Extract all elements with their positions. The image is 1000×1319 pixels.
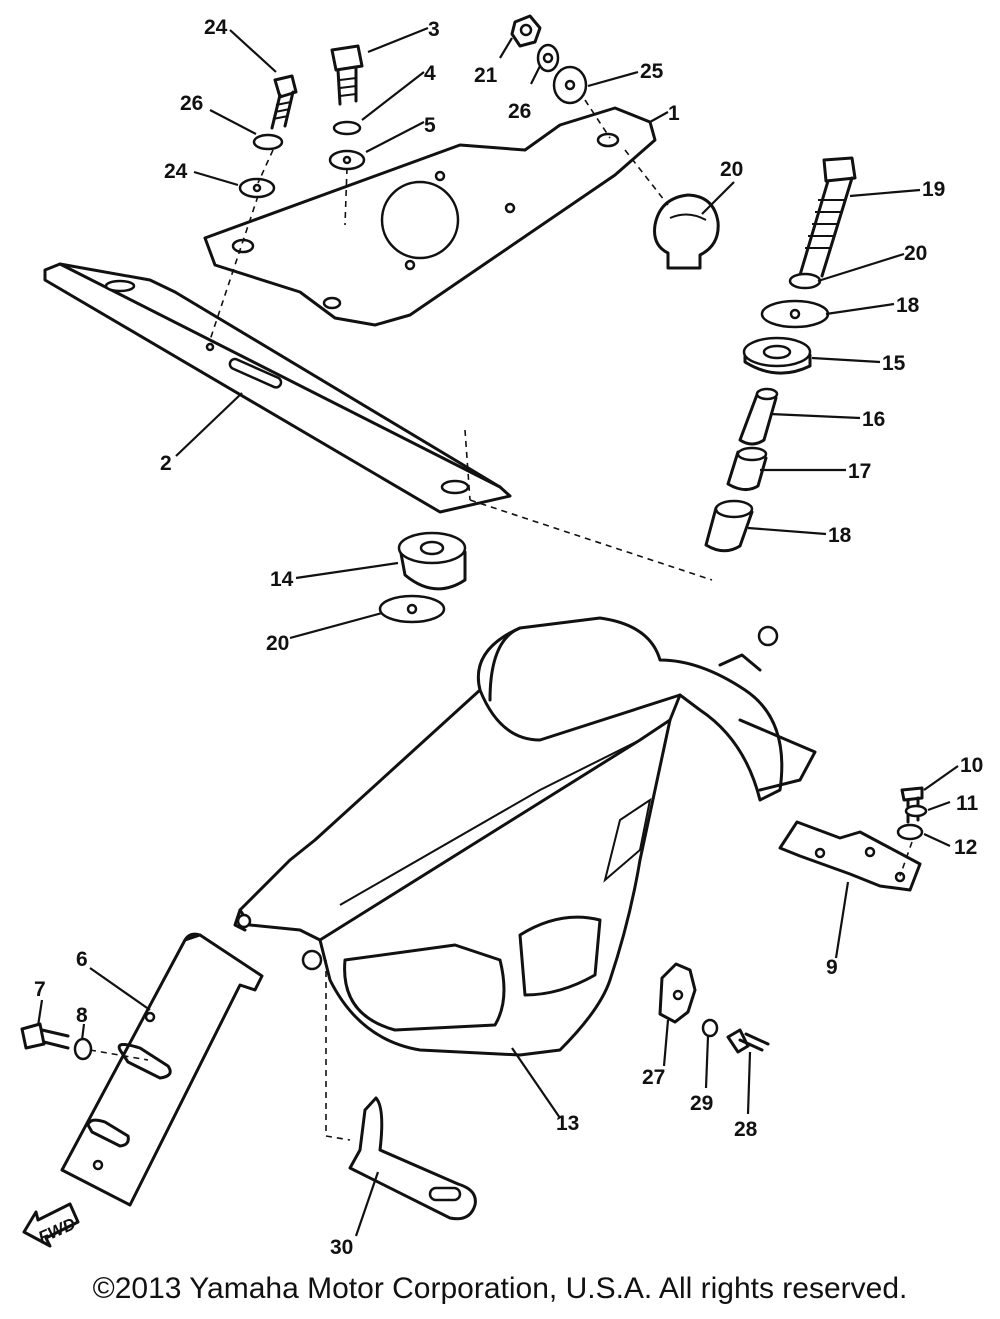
callout-11: 11 (956, 792, 979, 815)
bolt-7 (20, 1022, 70, 1050)
clip-30 (325, 960, 477, 1221)
bracket-27 (658, 962, 697, 1024)
callout-12: 12 (954, 836, 977, 859)
bolt-19 (798, 156, 857, 278)
bushing-14 (397, 531, 467, 591)
callout-30: 30 (330, 1236, 353, 1259)
callout-24-top: 25 (640, 60, 664, 83)
callout-13: 13 (556, 1112, 579, 1135)
callout-19: 19 (922, 178, 945, 201)
parts-diagram: FWD 24 (20, 14, 983, 1259)
callout-14: 14 (270, 568, 294, 591)
bolt-25 (270, 74, 298, 130)
collar-17 (726, 446, 768, 491)
callout-18: 18 (828, 524, 852, 547)
callout-15: 15 (882, 352, 906, 375)
callout-27: 27 (642, 1066, 665, 1089)
washer-12 (896, 823, 924, 841)
callout-26-left: 26 (180, 92, 203, 115)
frame-13 (233, 616, 817, 1057)
callout-20-right: 18 (896, 294, 920, 317)
callout-3: 3 (428, 18, 440, 41)
bushing-15 (742, 336, 812, 375)
callout-17: 17 (848, 460, 871, 483)
callout-24-left: 24 (164, 160, 188, 183)
callout-9: 9 (826, 956, 838, 979)
callout-2: 2 (160, 452, 172, 475)
nut-23 (510, 14, 542, 48)
grommet-22 (653, 193, 720, 270)
washer-8 (73, 1037, 93, 1061)
copyright-notice: ©2013 Yamaha Motor Corporation, U.S.A. A… (92, 1272, 908, 1305)
callout-7: 7 (34, 978, 46, 1001)
callout-26-top: 26 (508, 100, 531, 123)
bolt-28 (726, 1028, 770, 1054)
callout-6: 6 (76, 948, 88, 971)
callout-21: 20 (904, 242, 927, 265)
mounting-plate-1 (203, 106, 657, 327)
leader-lines (36, 26, 959, 1237)
callout-25: 24 (204, 16, 228, 39)
callout-20-left: 20 (266, 632, 289, 655)
callout-10: 10 (960, 754, 983, 777)
forward-arrow-icon: FWD (22, 1202, 80, 1248)
callouts: 24 3 4 5 26 24 21 26 25 1 20 19 20 18 15… (34, 16, 983, 1259)
callout-22: 20 (720, 158, 743, 181)
lock-washer-4 (332, 120, 362, 136)
lock-washer-21 (788, 272, 822, 290)
washer-26-left (252, 133, 284, 151)
callout-28: 28 (734, 1118, 758, 1141)
callout-5: 5 (424, 114, 436, 137)
callout-29: 29 (690, 1092, 713, 1115)
bracket-9 (778, 820, 922, 892)
callout-23: 21 (474, 64, 498, 87)
callout-4: 4 (424, 62, 436, 85)
plate-6 (60, 932, 264, 1207)
bolt-3 (330, 44, 364, 106)
collar-16 (738, 387, 779, 446)
nut-29 (701, 1018, 719, 1038)
rail-bracket-2 (43, 262, 512, 514)
callout-8: 8 (76, 1004, 88, 1027)
collar-18 (704, 499, 754, 553)
callout-16: 16 (862, 408, 885, 431)
callout-1: 1 (668, 102, 680, 125)
lock-washer-11 (904, 804, 928, 818)
